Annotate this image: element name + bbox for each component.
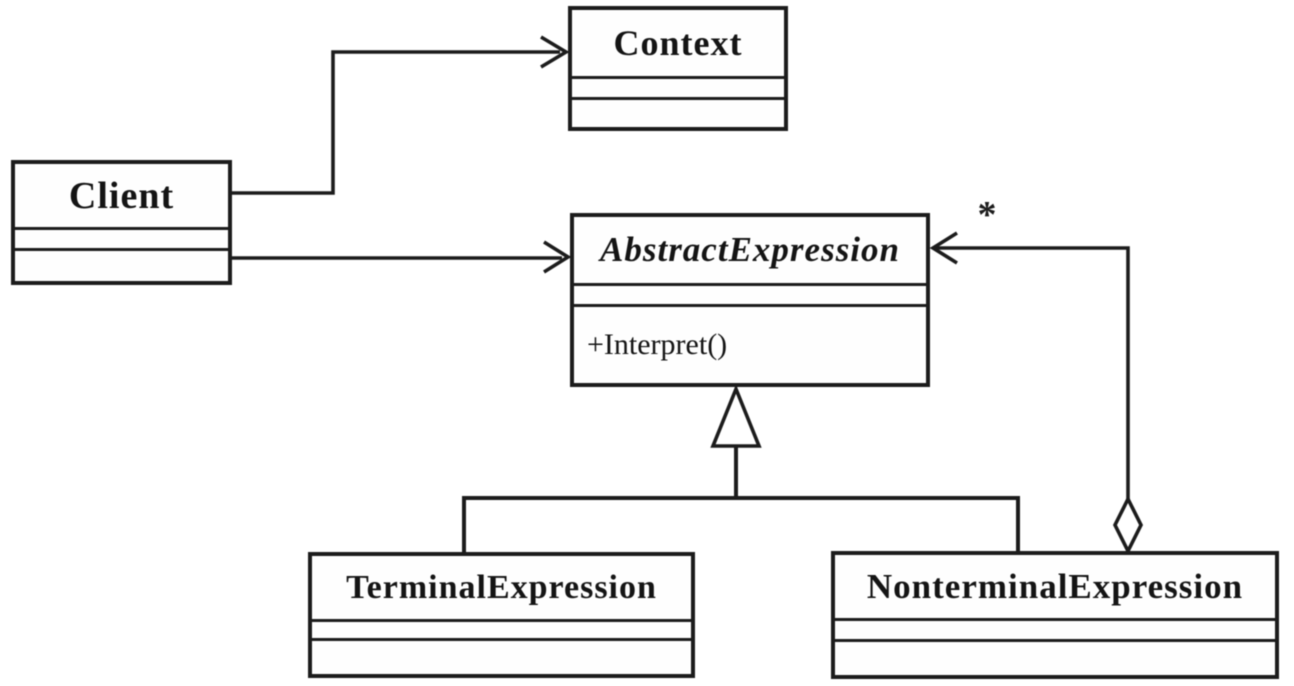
client-methods-compartment [15, 251, 228, 281]
aggregation-multiplicity-label: * [977, 194, 997, 236]
inheritance-lines [462, 446, 1020, 556]
class-box-client: Client [11, 160, 232, 285]
class-title-context: Context [572, 10, 784, 79]
class-title-abstract-expression: AbstractExpression [574, 217, 926, 286]
class-box-terminal-expression: TerminalExpression [308, 552, 695, 678]
aggregation-arrowhead-icon [929, 231, 958, 265]
client-abstractexpression-arrowhead-icon [543, 240, 572, 274]
aggregation-line [934, 246, 1130, 500]
inheritance-triangle-icon [710, 384, 762, 448]
client-attributes-compartment [15, 230, 228, 251]
class-title-client: Client [15, 164, 228, 230]
abstract-expression-attributes-compartment [574, 286, 926, 307]
context-methods-compartment [572, 100, 784, 127]
abstract-expression-method-interpret: +Interpret() [587, 328, 728, 361]
client-context-association-line [230, 50, 560, 195]
terminal-expression-attributes-compartment [312, 622, 691, 641]
class-box-abstract-expression: AbstractExpression +Interpret() [570, 213, 930, 387]
nonterminal-expression-methods-compartment [835, 642, 1275, 675]
nonterminal-expression-attributes-compartment [835, 621, 1275, 642]
class-box-context: Context [568, 6, 788, 131]
client-context-arrowhead-icon [540, 35, 570, 69]
class-title-terminal-expression: TerminalExpression [312, 556, 691, 622]
class-title-nonterminal-expression: NonterminalExpression [835, 555, 1275, 621]
aggregation-diamond-icon [1112, 494, 1144, 556]
context-attributes-compartment [572, 79, 784, 100]
terminal-expression-methods-compartment [312, 641, 691, 674]
class-box-nonterminal-expression: NonterminalExpression [831, 551, 1279, 679]
